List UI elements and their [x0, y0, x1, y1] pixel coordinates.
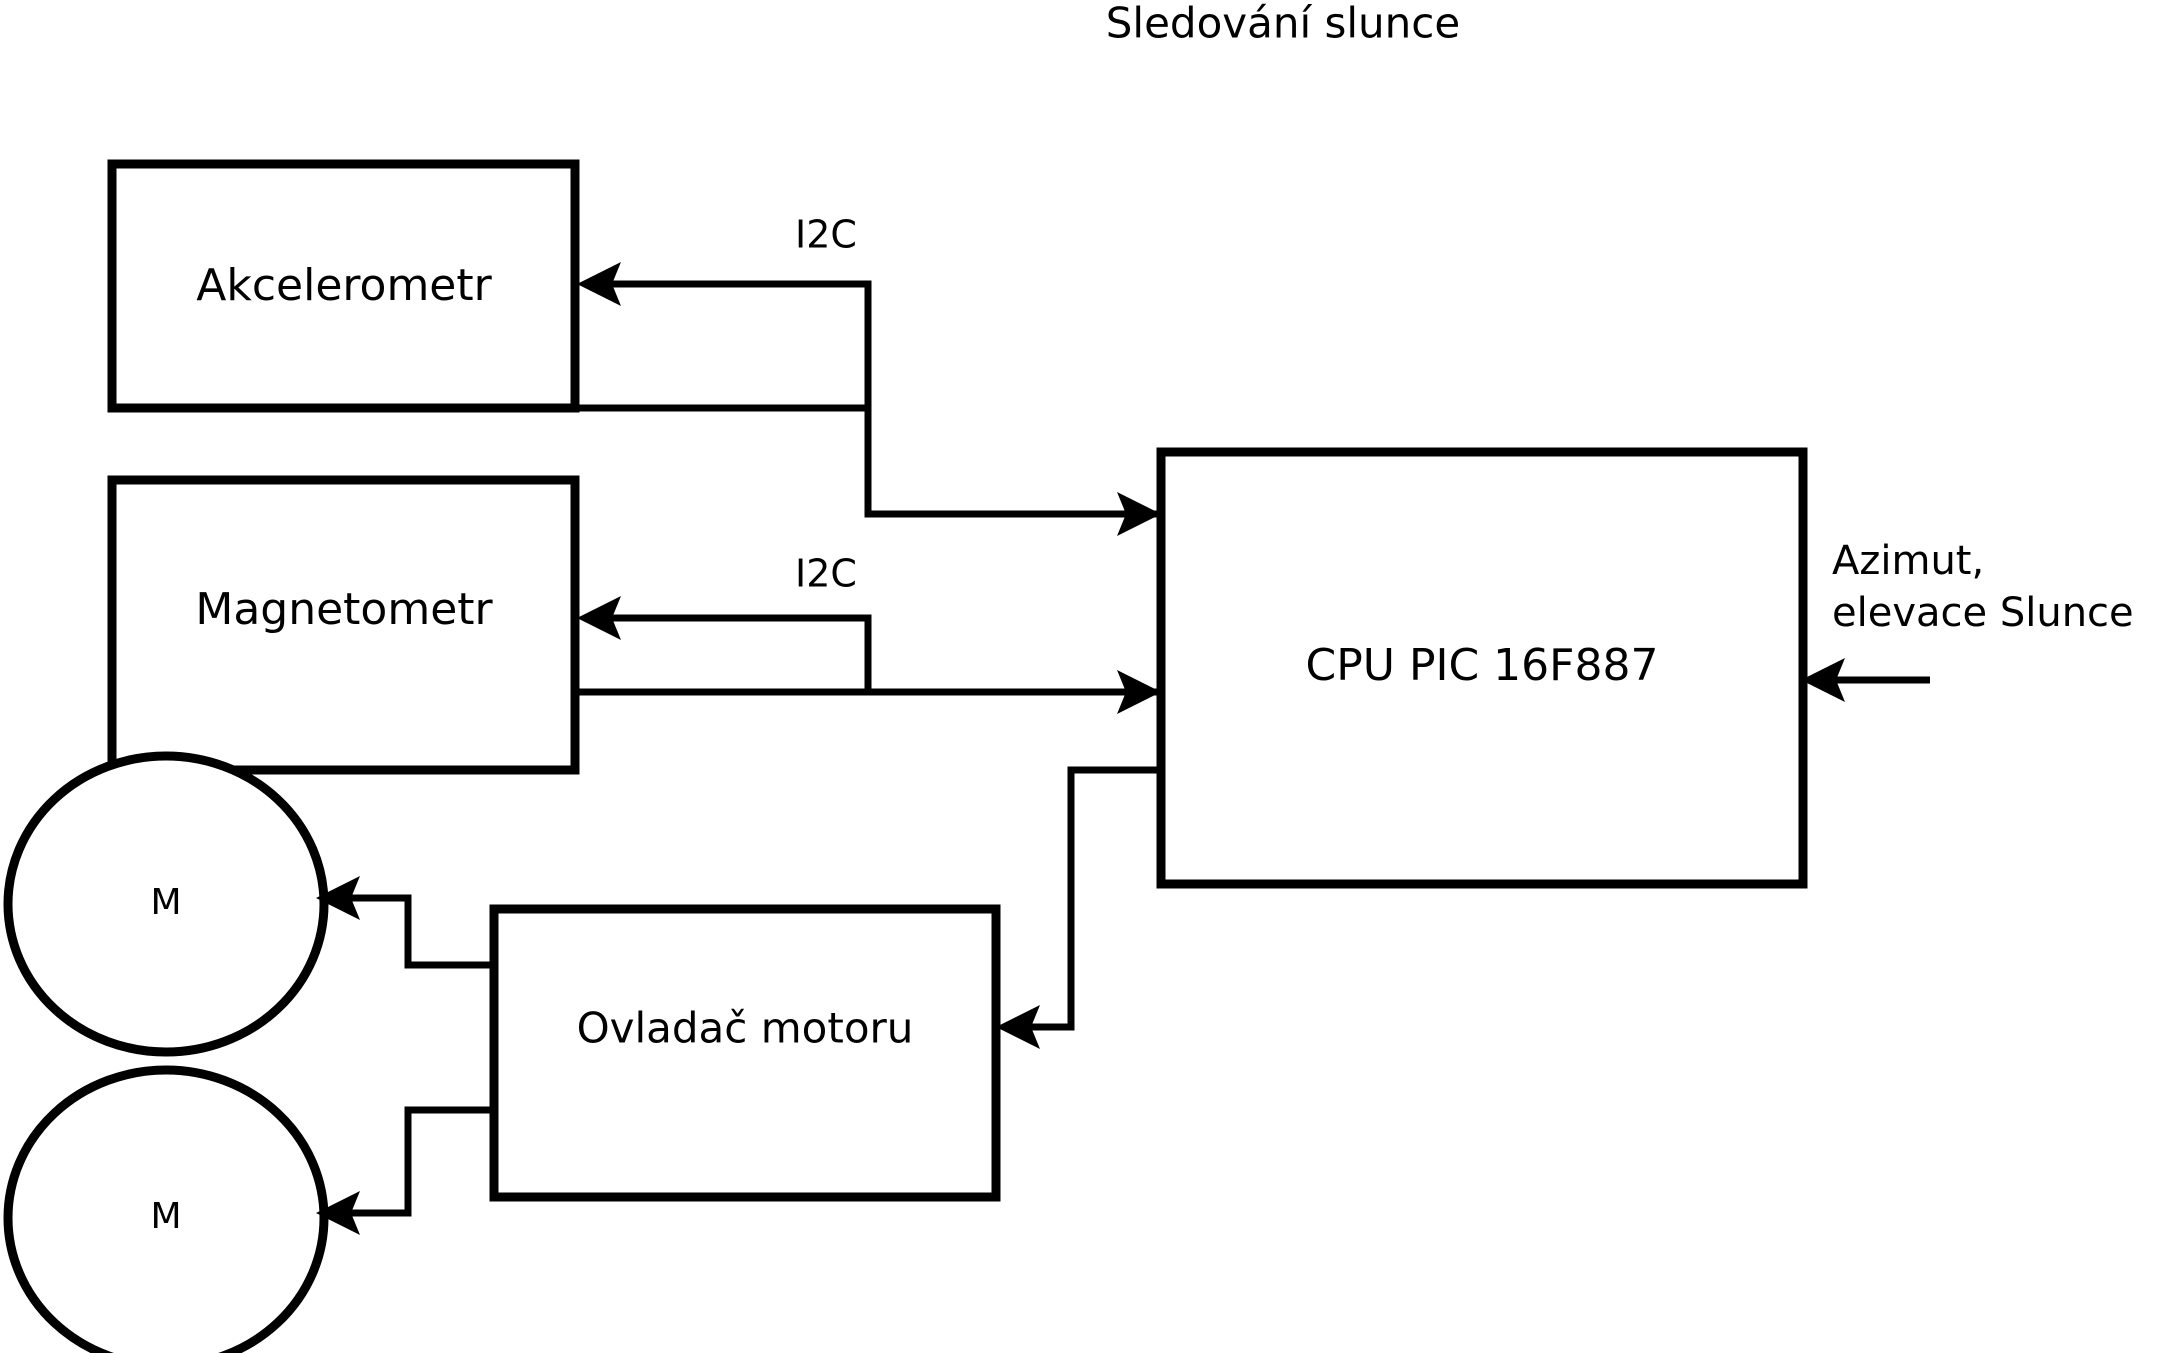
arrow-head-to-magnetometr [577, 596, 621, 640]
node-motor-2-label: M [150, 1196, 181, 1237]
arrow-head-to-cpu-top [1117, 492, 1161, 536]
node-ovladac-motoru-label: Ovladač motoru [577, 1004, 914, 1053]
arrow-head-to-ovladac [996, 1005, 1040, 1049]
node-ovladac-motoru[interactable] [489, 904, 1001, 1202]
edge-ovladac-to-motor-1 [340, 894, 494, 969]
arrow-head-to-cpu-bottom [1117, 670, 1161, 714]
node-akcelerometr-label: Akcelerometr [196, 260, 492, 311]
edge-cpu-to-magnetometr [600, 614, 1161, 696]
edge-akcelerometr-to-cpu [579, 404, 1135, 518]
edge-label-i2c-bottom: I2C [795, 552, 857, 596]
edge-ovladac-to-motor-2 [340, 1106, 494, 1217]
edge-label-i2c-top: I2C [795, 213, 857, 257]
arrow-head-to-motor-1 [316, 876, 360, 920]
page-title: Sledování slunce [1106, 0, 1460, 48]
arrow-head-to-motor-2 [316, 1191, 360, 1235]
node-akcelerometr[interactable] [107, 159, 580, 413]
arrow-head-to-akcelerometr [577, 262, 621, 306]
arrow-head-sun-input [1801, 658, 1845, 702]
node-motor-1[interactable] [3, 751, 329, 1057]
edge-cpu-to-akcelerometr [600, 280, 1161, 518]
node-cpu-label: CPU PIC 16F887 [1306, 640, 1659, 691]
node-magnetometr-label: Magnetometr [195, 584, 493, 635]
node-motor-1-label: M [150, 882, 181, 923]
node-cpu[interactable] [1156, 447, 1808, 889]
sun-input-label-line-1: Azimut, [1832, 538, 1984, 584]
edge-cpu-to-ovladac [1022, 766, 1161, 1031]
sun-input-label-line-2: elevace Slunce [1832, 590, 2134, 636]
node-motor-2[interactable] [3, 1065, 329, 1353]
node-magnetometr[interactable] [107, 475, 580, 775]
